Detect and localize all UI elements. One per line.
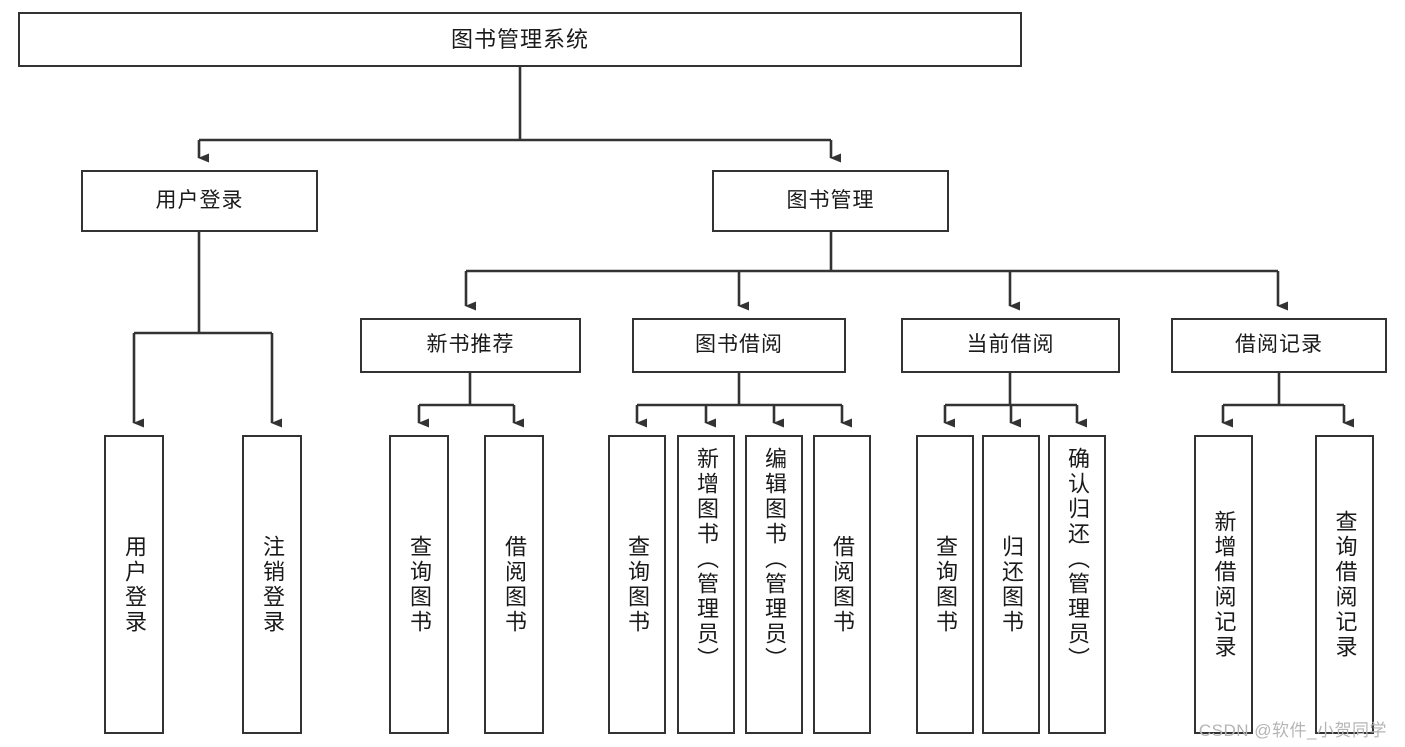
node-borrow-record-label: 借阅记录 bbox=[1235, 333, 1323, 357]
node-user-login-label: 用户登录 bbox=[155, 188, 244, 212]
node-leaf-query-book-recommend[interactable]: 查询图书 bbox=[389, 435, 449, 734]
node-leaf-user-login-label: 用户登录 bbox=[122, 534, 147, 635]
node-leaf-add-book[interactable]: 新增图书（管理员） bbox=[677, 435, 735, 734]
node-leaf-logout-label: 注销登录 bbox=[260, 534, 285, 635]
node-leaf-query-book-borrow[interactable]: 查询图书 bbox=[608, 435, 666, 734]
node-leaf-return-book[interactable]: 归还图书 bbox=[982, 435, 1040, 734]
node-leaf-add-book-label: 新增图书（管理员） bbox=[694, 447, 719, 672]
node-leaf-borrow-book-label: 借阅图书 bbox=[830, 534, 855, 635]
node-leaf-borrow-book-recommend[interactable]: 借阅图书 bbox=[484, 435, 544, 734]
node-root[interactable]: 图书管理系统 bbox=[18, 12, 1022, 67]
node-leaf-query-book-current[interactable]: 查询图书 bbox=[916, 435, 974, 734]
node-current-borrow-label: 当前借阅 bbox=[966, 333, 1055, 357]
node-book-manage-label: 图书管理 bbox=[786, 188, 875, 212]
node-leaf-add-borrow-record[interactable]: 新增借阅记录 bbox=[1194, 435, 1253, 734]
node-book-borrow[interactable]: 图书借阅 bbox=[632, 318, 846, 373]
node-book-borrow-label: 图书借阅 bbox=[695, 333, 783, 357]
node-leaf-edit-book-label: 编辑图书（管理员） bbox=[762, 447, 787, 672]
node-book-manage[interactable]: 图书管理 bbox=[712, 170, 949, 232]
node-leaf-query-book-recommend-label: 查询图书 bbox=[407, 534, 432, 635]
node-leaf-query-borrow-record[interactable]: 查询借阅记录 bbox=[1315, 435, 1374, 734]
node-leaf-confirm-return[interactable]: 确认归还（管理员） bbox=[1048, 435, 1106, 734]
node-leaf-edit-book[interactable]: 编辑图书（管理员） bbox=[745, 435, 803, 734]
node-current-borrow[interactable]: 当前借阅 bbox=[901, 318, 1120, 373]
node-leaf-borrow-book-recommend-label: 借阅图书 bbox=[502, 534, 527, 635]
node-new-book-recommend-label: 新书推荐 bbox=[426, 333, 515, 357]
node-new-book-recommend[interactable]: 新书推荐 bbox=[360, 318, 581, 373]
csdn-watermark: CSDN @软件_小贺同学 bbox=[1198, 721, 1387, 740]
node-borrow-record[interactable]: 借阅记录 bbox=[1171, 318, 1387, 373]
node-leaf-borrow-book[interactable]: 借阅图书 bbox=[813, 435, 871, 734]
node-leaf-add-borrow-record-label: 新增借阅记录 bbox=[1211, 509, 1237, 660]
node-root-label: 图书管理系统 bbox=[450, 26, 589, 52]
node-leaf-query-borrow-record-label: 查询借阅记录 bbox=[1332, 509, 1358, 660]
node-leaf-user-login[interactable]: 用户登录 bbox=[104, 435, 164, 734]
node-leaf-logout[interactable]: 注销登录 bbox=[242, 435, 302, 734]
node-leaf-return-book-label: 归还图书 bbox=[999, 534, 1024, 635]
node-leaf-query-book-borrow-label: 查询图书 bbox=[625, 534, 650, 635]
node-user-login[interactable]: 用户登录 bbox=[81, 170, 318, 232]
node-leaf-confirm-return-label: 确认归还（管理员） bbox=[1065, 447, 1090, 672]
node-leaf-query-book-current-label: 查询图书 bbox=[933, 534, 958, 635]
